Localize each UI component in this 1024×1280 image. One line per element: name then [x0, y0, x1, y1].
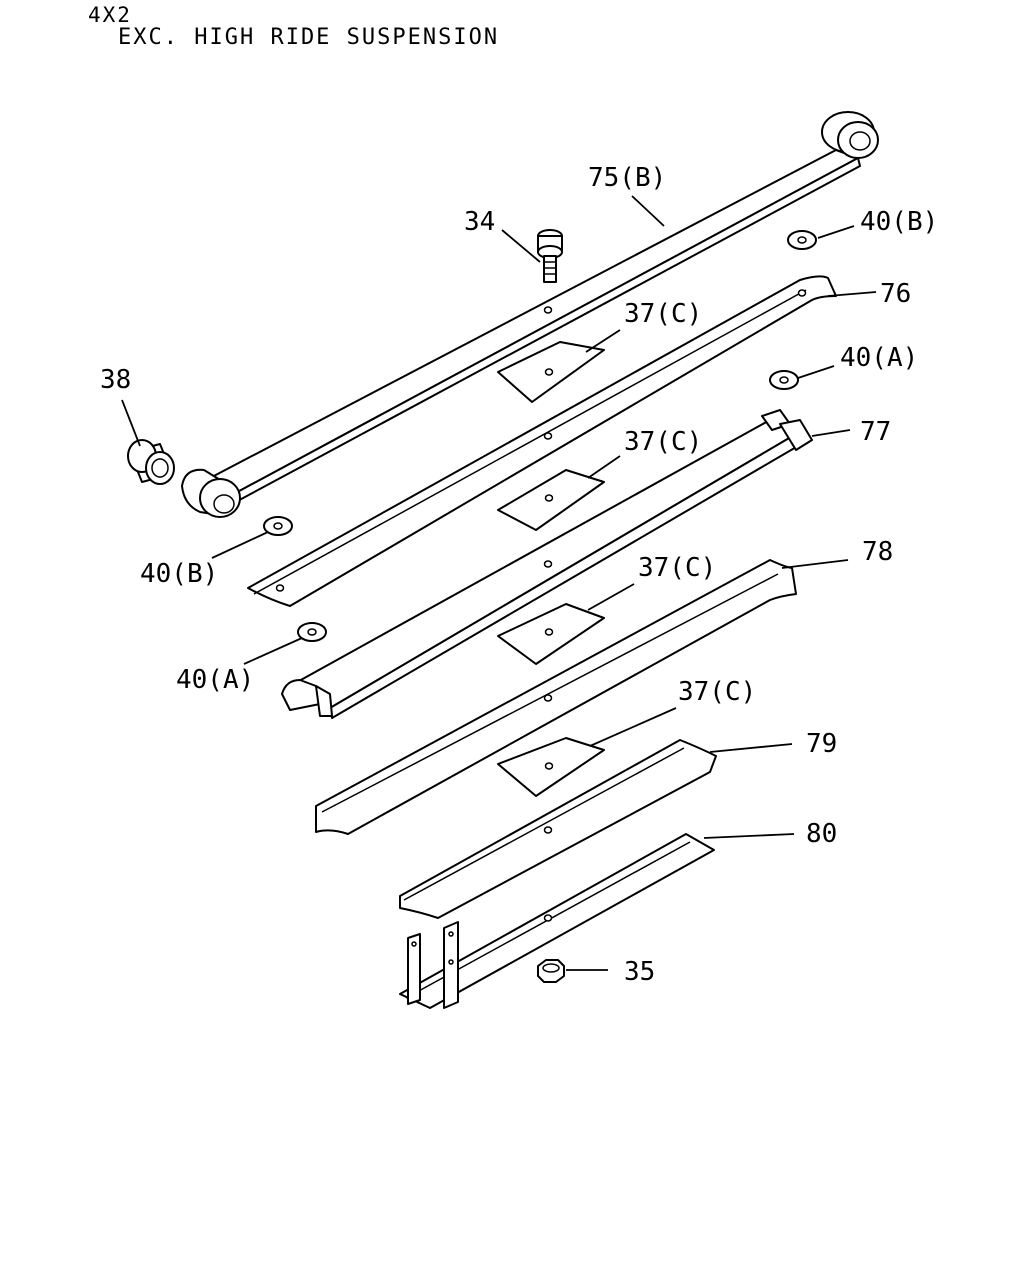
callout-76: 76 [880, 279, 911, 309]
callout-80: 80 [806, 819, 837, 849]
part-75b-main-leaf [181, 111, 879, 518]
callout-75b: 75(B) [588, 163, 666, 193]
callout-37c-4: 37(C) [678, 677, 756, 707]
part-76-leaf [247, 275, 837, 607]
header-model: 4X2 [88, 3, 132, 27]
callout-40a-right: 40(A) [840, 343, 918, 373]
callout-40b-top: 40(B) [860, 207, 938, 237]
callout-37c-1: 37(C) [624, 299, 702, 329]
callout-40b-left: 40(B) [140, 559, 218, 589]
callout-34: 34 [464, 207, 495, 237]
part-35-nut [537, 959, 565, 983]
callout-78: 78 [862, 537, 893, 567]
part-79-leaf [399, 739, 717, 919]
part-38-bushing [127, 439, 175, 485]
leader-lines [121, 195, 877, 971]
callout-77: 77 [860, 417, 891, 447]
callout-37c-3: 37(C) [638, 553, 716, 583]
header-variant: EXC. HIGH RIDE SUSPENSION [118, 25, 500, 50]
part-78-leaf [315, 559, 797, 835]
callout-38: 38 [100, 365, 131, 395]
part-40-washers [263, 230, 817, 642]
part-34-center-bolt [537, 229, 563, 283]
part-77-leaf [281, 409, 813, 719]
part-80-leaf [399, 833, 715, 1009]
diagram-header: 4X2 EXC. HIGH RIDE SUSPENSION [88, 4, 499, 50]
callout-40a-left: 40(A) [176, 665, 254, 695]
callout-37c-2: 37(C) [624, 427, 702, 457]
part-37c-pads [497, 341, 605, 797]
callout-79: 79 [806, 729, 837, 759]
callout-35: 35 [624, 957, 655, 987]
